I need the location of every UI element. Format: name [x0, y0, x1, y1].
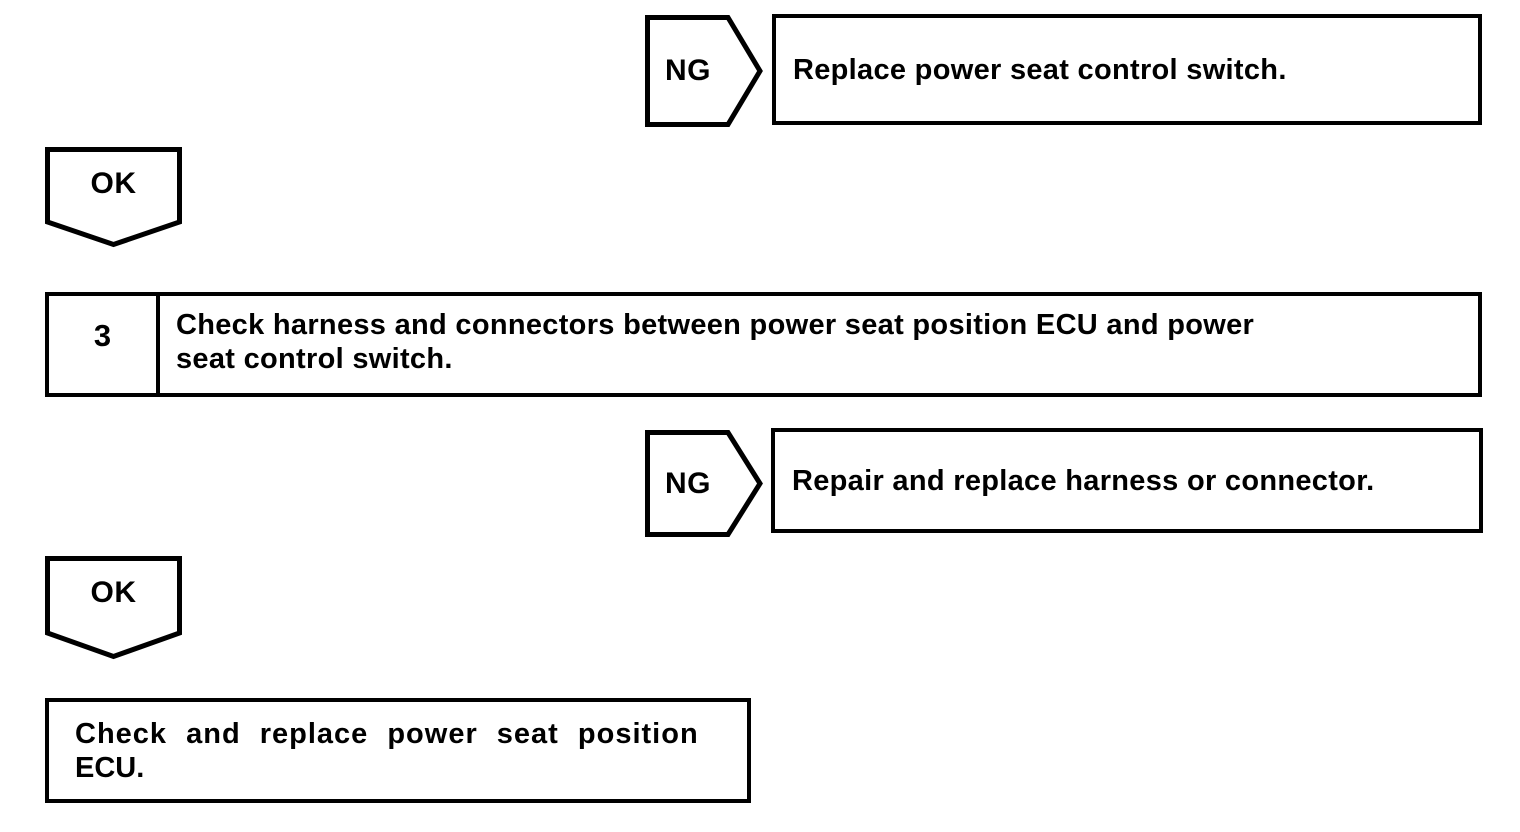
result-box-repair-harness: Repair and replace harness or connector. [771, 428, 1483, 533]
ok-connector-mid: OK [45, 556, 182, 660]
ok-arrow-icon [45, 147, 182, 248]
result-text: Replace power seat control switch. [793, 53, 1287, 86]
step-number: 3 [49, 296, 160, 393]
final-action-box: Check and replace power seat position EC… [45, 698, 751, 803]
ng-label: NG [665, 54, 711, 87]
result-text: Repair and replace harness or connector. [792, 464, 1375, 497]
final-action-line-2: ECU. [75, 752, 145, 784]
ok-arrow-icon [45, 556, 182, 660]
ok-connector-top: OK [45, 147, 182, 248]
step-instruction: Check harness and connectors between pow… [160, 296, 1264, 393]
final-action-line-1: Check and replace power seat position [75, 718, 699, 750]
ok-label: OK [90, 167, 137, 200]
result-box-replace-switch: Replace power seat control switch. [772, 14, 1482, 125]
ng-connector-top: NG [645, 15, 763, 127]
ng-label: NG [665, 466, 711, 500]
step-3-box: 3 Check harness and connectors between p… [45, 292, 1482, 397]
ng-arrow-icon [645, 430, 763, 537]
ng-arrow-icon [645, 15, 763, 127]
step-instruction-line-2: seat control switch. [176, 343, 453, 375]
ok-label: OK [90, 576, 137, 609]
step-instruction-line-1: Check harness and connectors between pow… [176, 309, 1255, 341]
ng-connector-mid: NG [645, 430, 763, 537]
